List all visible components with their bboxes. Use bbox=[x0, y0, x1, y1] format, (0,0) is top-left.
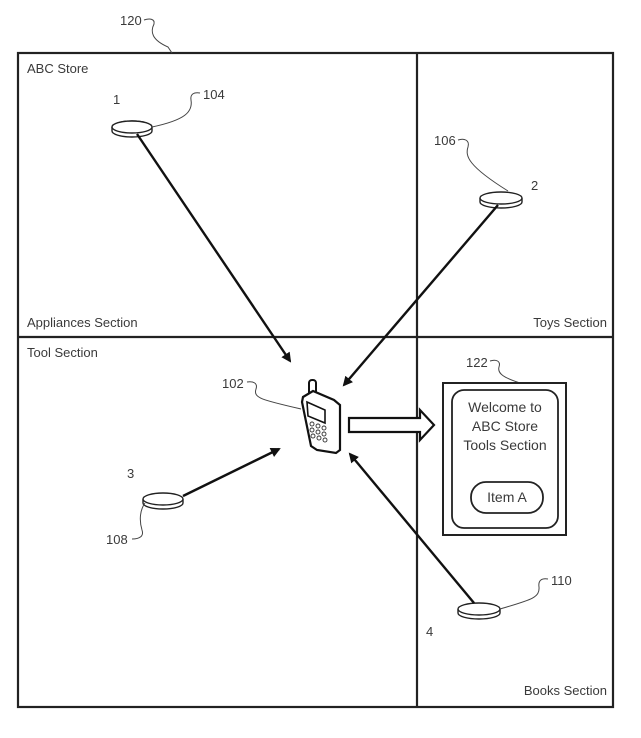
screen-ref: 122 bbox=[466, 355, 488, 370]
signal-arrow-beacon-3 bbox=[182, 447, 281, 498]
signal-arrow-beacon-2 bbox=[342, 204, 499, 387]
beacon-3-ref: 108 bbox=[106, 532, 128, 547]
section-label-books: Books Section bbox=[524, 683, 607, 698]
item-a-button[interactable]: Item A bbox=[470, 481, 544, 514]
beacon-1 bbox=[111, 120, 153, 138]
display-arrow bbox=[347, 407, 436, 443]
beacon-2-number: 2 bbox=[531, 178, 538, 193]
screen-welcome-line-1: Welcome to bbox=[468, 399, 542, 415]
section-label-appliances: Appliances Section bbox=[27, 315, 138, 330]
leader-store bbox=[143, 18, 173, 54]
leader-beacon-4 bbox=[499, 578, 549, 610]
beacon-2-ref: 106 bbox=[434, 133, 456, 148]
beacon-4-number: 4 bbox=[426, 624, 433, 639]
beacon-1-number: 1 bbox=[113, 92, 120, 107]
item-a-button-label: Item A bbox=[487, 489, 527, 505]
section-label-toys: Toys Section bbox=[533, 315, 607, 330]
section-label-tools: Tool Section bbox=[27, 345, 98, 360]
mobile-phone-icon bbox=[300, 379, 342, 455]
ref-label-store: 120 bbox=[120, 13, 142, 28]
leader-beacon-1 bbox=[151, 92, 201, 128]
store-boundary bbox=[16, 51, 615, 709]
leader-screen bbox=[489, 359, 521, 384]
signal-arrow-beacon-4 bbox=[348, 452, 475, 604]
beacon-3 bbox=[142, 492, 184, 510]
beacon-4 bbox=[457, 602, 501, 620]
device-ref: 102 bbox=[222, 376, 244, 391]
leader-device bbox=[246, 381, 302, 410]
screen-welcome-line-2: ABC Store bbox=[472, 418, 538, 434]
screen-welcome-line-3: Tools Section bbox=[463, 437, 546, 453]
store-name-label: ABC Store bbox=[27, 61, 88, 76]
beacon-2 bbox=[479, 191, 523, 209]
leader-beacon-3 bbox=[131, 502, 146, 540]
beacon-3-number: 3 bbox=[127, 466, 134, 481]
beacon-1-ref: 104 bbox=[203, 87, 225, 102]
leader-beacon-2 bbox=[457, 138, 509, 192]
beacon-4-ref: 110 bbox=[551, 573, 572, 588]
signal-arrow-beacon-1 bbox=[136, 133, 292, 363]
